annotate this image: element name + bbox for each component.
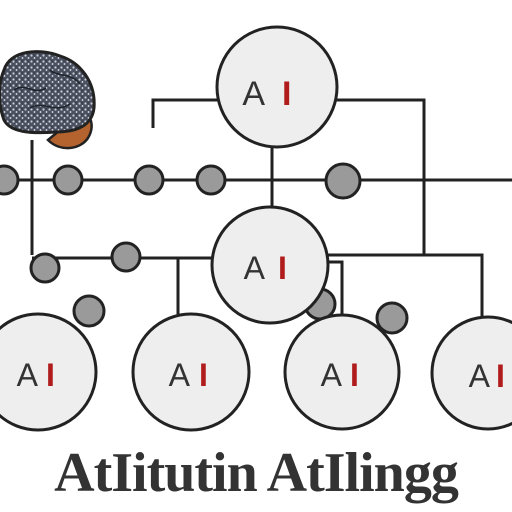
connector-dots [0,162,409,335]
dot [52,164,84,196]
ai-node-bottom-3: A I [283,313,401,431]
dot [29,252,61,284]
dot [0,164,20,196]
ai-node-letter-i: I [350,357,359,393]
ai-node-letter-a: A [17,357,39,393]
ai-node-bottom-2: A I [131,312,251,432]
ai-node-letter-a: A [244,250,266,286]
ai-node-letter-i: I [278,250,287,286]
ai-node-letter-i: I [282,75,291,113]
dot [133,164,165,196]
ai-node-letter-i: I [496,358,505,394]
dot [324,162,362,200]
ai-node-letter-a: A [469,358,491,394]
ai-node-letter-a: A [169,357,191,393]
ai-node-bottom-1: A I [0,312,98,432]
ai-node-letter-i: I [199,357,208,393]
diagram-caption: AtIitutin AtIlingg [54,442,459,504]
connector-middle-to-node4 [326,260,344,320]
dot [110,241,142,273]
ai-node-letter-a: A [321,357,343,393]
brain-icon [0,50,96,150]
connector-top-right [326,98,426,257]
connector-right-to-node5 [424,253,484,324]
ai-node-bottom-4: A I [430,315,512,431]
dot [195,164,227,196]
dot [375,301,409,335]
dot [72,294,106,328]
connector-top-left [151,98,218,128]
ai-node-letter-i: I [46,357,55,393]
ai-node-top: A I [215,25,339,149]
ai-node-middle: A I [210,205,330,325]
ai-node-letter-a: A [242,75,265,113]
